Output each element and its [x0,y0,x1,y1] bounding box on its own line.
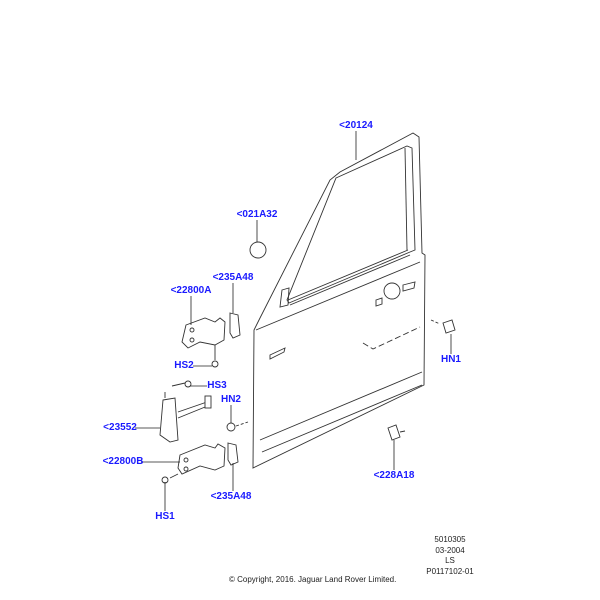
callout-door[interactable]: <20124 [339,120,373,131]
hinge-upper-part [181,317,226,349]
callout-hinge-upper[interactable]: <22800A [170,285,212,296]
hn1-part [442,319,456,334]
ref-line: LS [445,556,455,565]
hinge-lower-part [177,443,226,475]
callout-check-strap[interactable]: <23552 [103,422,137,433]
callout-hs2[interactable]: HS2 [174,360,194,371]
shim-lower-part [227,442,239,466]
callout-plug[interactable]: <021A32 [236,209,278,220]
callout-hinge-lower[interactable]: <22800B [102,456,144,467]
shim-upper-part [229,312,241,339]
bumper-part [387,424,401,441]
callout-shim-lower[interactable]: <235A48 [210,491,252,502]
ref-line: 5010305 [434,535,466,544]
ref-line: P0117102-01 [426,566,474,576]
copyright: © Copyright, 2016. Jaguar Land Rover Lim… [229,575,397,584]
plug-part [249,241,267,259]
callout-hs3[interactable]: HS3 [207,380,227,391]
callout-bumper[interactable]: <228A18 [373,470,415,481]
callout-hn1[interactable]: HN1 [440,354,462,365]
hn2-part [226,422,236,432]
callout-shim-upper[interactable]: <235A48 [212,272,254,283]
callout-hs1[interactable]: HS1 [155,511,175,522]
check-strap-part [159,397,179,443]
ref-line: 03-2004 [435,545,465,555]
callout-hn2[interactable]: HN2 [220,394,242,405]
reference-block: 5010305 03-2004 LS P0117102-01 [420,535,480,577]
